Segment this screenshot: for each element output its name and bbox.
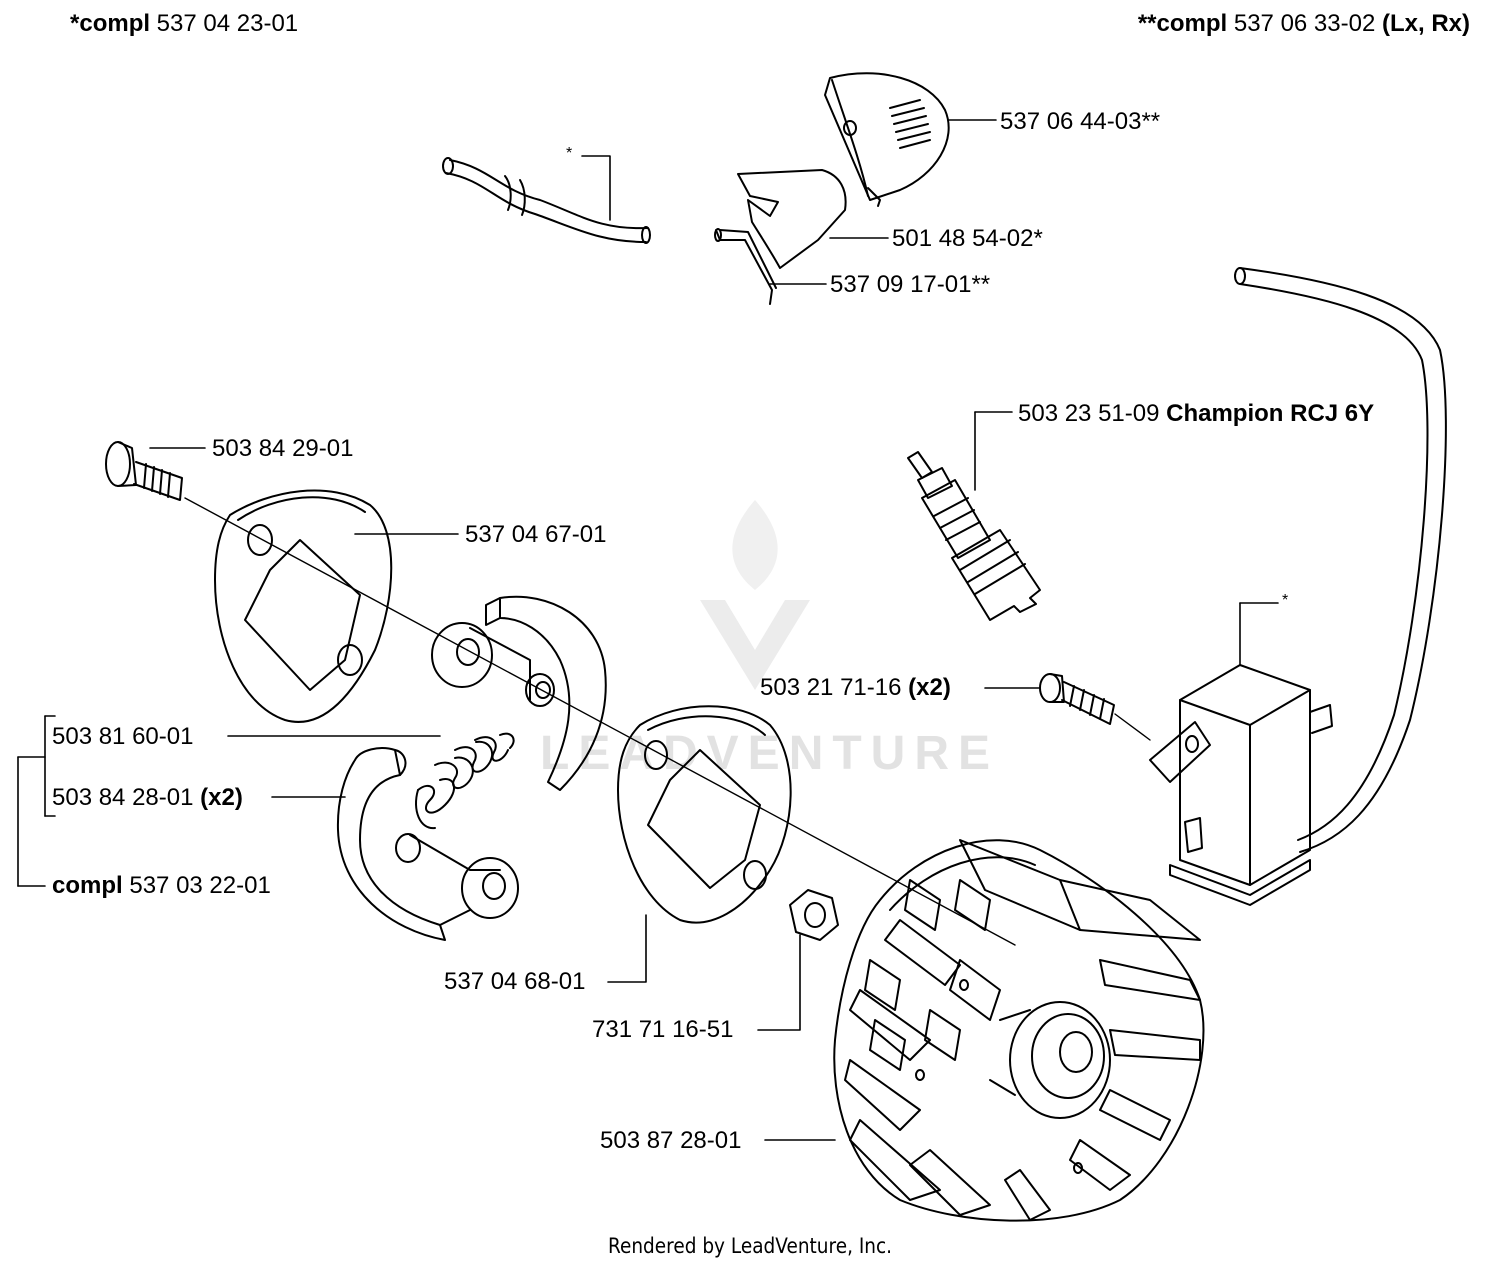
spark-plug-model: Champion RCJ 6Y — [1166, 400, 1375, 427]
module-screw-icon — [1039, 673, 1151, 741]
shoe-screw-qty: (x2) — [200, 784, 243, 811]
header-left-assembly: *compl 537 04 23-01 — [70, 10, 298, 38]
assembly-axis-line — [184, 497, 1016, 946]
clutch-washer-plate-icon — [214, 489, 393, 723]
clutch-shoe-upper-icon — [431, 595, 607, 791]
spark-plug-icon — [907, 451, 1041, 621]
part-label-washer-plate: 537 04 67-01 — [465, 521, 607, 548]
part-label-clutch-compl: compl 537 03 22-01 — [52, 872, 271, 900]
part-mark-hose: * — [566, 145, 573, 162]
leadventure-logo-icon — [700, 500, 810, 690]
header-right-number: 537 06 33-02 — [1227, 10, 1382, 37]
part-label-flywheel: 503 87 28-01 — [600, 1127, 742, 1154]
clutch-spring-icon — [415, 732, 515, 830]
clutch-compl-number: 537 03 22-01 — [122, 872, 271, 899]
part-label-back-plate: 537 04 68-01 — [444, 968, 586, 995]
part-label-spark-plug: 503 23 51-09 Champion RCJ 6Y — [1018, 400, 1374, 428]
part-label-clip: 537 09 17-01** — [830, 271, 991, 298]
fuel-hose-icon — [442, 157, 651, 244]
spark-plug-number: 503 23 51-09 — [1018, 400, 1167, 427]
header-left-prefix: *compl — [70, 10, 151, 37]
ignition-lead-icon — [1234, 267, 1447, 853]
part-label-spring: 503 81 60-01 — [52, 723, 194, 750]
header-left-number: 537 04 23-01 — [150, 10, 299, 37]
ignition-module-icon — [1149, 664, 1333, 906]
intake-plate-icon — [737, 169, 847, 269]
leader-lines — [17, 119, 1279, 1141]
clutch-compl-prefix: compl — [52, 872, 123, 899]
flywheel-nut-icon — [789, 889, 839, 941]
part-label-top-screw: 503 84 29-01 — [212, 435, 354, 462]
part-label-intake-plate: 501 48 54-02* — [892, 225, 1043, 252]
header-right-assembly: **compl 537 06 33-02 (Lx, Rx) — [1138, 10, 1470, 38]
clutch-back-plate-icon — [617, 705, 792, 924]
part-label-guard-cover: 537 06 44-03** — [1000, 108, 1161, 135]
header-right-prefix: **compl — [1137, 10, 1228, 37]
part-label-shoe-screw: 503 84 28-01 (x2) — [52, 784, 243, 812]
clip-icon — [714, 228, 777, 305]
shoe-screw-number: 503 84 28-01 — [52, 784, 201, 811]
flywheel-icon — [833, 839, 1205, 1222]
module-screw-qty: (x2) — [908, 674, 951, 701]
rendered-by-footer: Rendered by LeadVenture, Inc. — [607, 1234, 893, 1258]
guard-cover-icon — [824, 72, 950, 207]
top-screw-icon — [105, 441, 183, 501]
header-right-suffix: (Lx, Rx) — [1381, 10, 1470, 37]
module-screw-number: 503 21 71-16 — [760, 674, 909, 701]
part-mark-module: * — [1282, 592, 1289, 609]
clutch-shoe-lower-icon — [336, 747, 519, 941]
part-label-nut: 731 71 16-51 — [592, 1016, 734, 1043]
part-label-module-screw: 503 21 71-16 (x2) — [760, 674, 951, 702]
